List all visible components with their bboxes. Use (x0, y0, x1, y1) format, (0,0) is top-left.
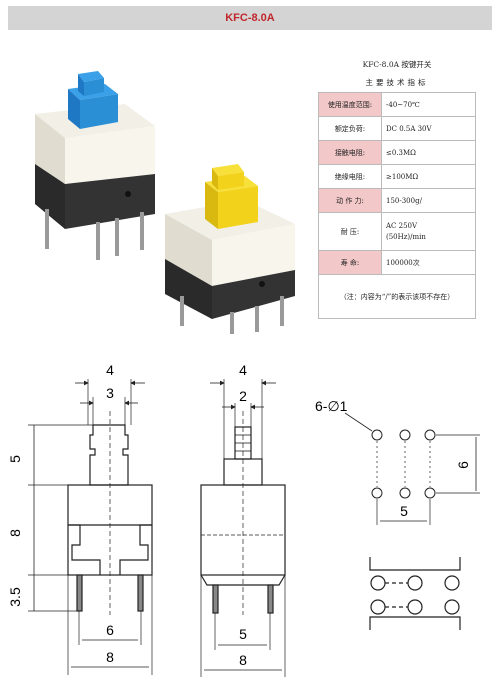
spec-row: 动 作 力: 150-300g/ (318, 188, 476, 213)
spec-row: 额定负荷: DC 0.5A 30V (318, 116, 476, 141)
spec-key: 耐 压: (318, 212, 382, 251)
spec-key: 寿 命: (318, 250, 382, 275)
switch-schematic-drawing (369, 557, 461, 630)
spec-value: ≤0.3MΩ (381, 140, 476, 165)
dim-side-width-top: 4 (239, 362, 247, 378)
dimension-drawings: 4 3 5 8 3.5 6 8 4 2 5 8 (7, 362, 480, 677)
dim-holes-span: 5 (400, 503, 408, 519)
spec-title: KFC-8.0A 按键开关 (362, 60, 432, 69)
spec-row: 接触电阻: ≤0.3MΩ (318, 140, 476, 165)
spec-value: 150-300g/ (381, 188, 476, 213)
dim-front-height-cap: 5 (7, 455, 23, 463)
dim-front-height-body: 8 (7, 529, 23, 537)
dim-holes-label: 6-∅1 (315, 398, 348, 414)
spec-panel: KFC-8.0A 按键开关 主要技术指标 使用温度范围: -40~70℃ 额定负… (318, 56, 476, 319)
dim-front-height-pins: 3.5 (7, 587, 23, 607)
spec-value: 100000次 (381, 250, 476, 275)
hole-pattern-drawing (344, 412, 480, 525)
spec-row: 使用温度范围: -40~70℃ (318, 92, 476, 117)
blue-switch-image (35, 71, 155, 260)
spec-value: DC 0.5A 30V (381, 116, 476, 141)
spec-key: 额定负荷: (318, 116, 382, 141)
dim-holes-height: 6 (455, 461, 471, 469)
yellow-switch-image (165, 164, 295, 334)
spec-row: 耐 压: AC 250V (50Hz)/min (318, 212, 476, 251)
dim-front-width-body: 8 (106, 649, 114, 665)
spec-row: 寿 命: 100000次 (318, 250, 476, 275)
dim-front-width-top: 4 (106, 362, 114, 378)
product-photo (35, 71, 295, 334)
spec-value: ≥100MΩ (381, 164, 476, 189)
dim-side-pin-span: 5 (239, 626, 247, 642)
spec-table: 使用温度范围: -40~70℃ 额定负荷: DC 0.5A 30V 接触电阻: … (318, 92, 476, 319)
spec-value: -40~70℃ (381, 92, 476, 117)
spec-note-row: （注：内容为“/”的表示该项不存在） (318, 274, 476, 319)
spec-subtitle: 主要技术指标 (365, 78, 429, 87)
header-title: KFC-8.0A (8, 6, 492, 30)
dim-front-width-cap: 3 (106, 385, 114, 401)
spec-note: （注：内容为“/”的表示该项不存在） (318, 274, 476, 319)
side-view-drawing (200, 379, 286, 677)
spec-key: 接触电阻: (318, 140, 382, 165)
dim-side-width-body: 8 (239, 652, 247, 668)
dim-front-pin-span: 6 (106, 622, 114, 638)
dim-side-width-cap: 2 (239, 388, 247, 404)
spec-key: 动 作 力: (318, 188, 382, 213)
spec-value: AC 250V (50Hz)/min (381, 212, 476, 251)
front-view-drawing (28, 379, 153, 675)
spec-key: 使用温度范围: (318, 92, 382, 117)
spec-key: 绝缘电阻: (318, 164, 382, 189)
spec-row: 绝缘电阻: ≥100MΩ (318, 164, 476, 189)
